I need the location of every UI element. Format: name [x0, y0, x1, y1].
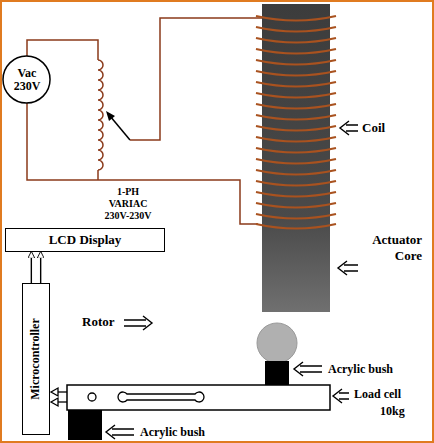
coil-turn — [256, 16, 336, 21]
coil-arrow — [340, 121, 358, 135]
coil-turn — [256, 49, 336, 54]
node-text: LCD Display — [49, 233, 122, 247]
coil-turn — [256, 60, 336, 65]
load-cell-slot — [118, 392, 204, 402]
coil-turn — [256, 214, 336, 219]
core-arrow — [338, 261, 358, 275]
rating-label: 10kg — [380, 404, 405, 418]
load-cell — [67, 385, 330, 410]
coil-turn — [256, 27, 336, 32]
actuator-core — [262, 4, 330, 312]
coil-turn — [256, 224, 336, 229]
part-label: Rotor — [82, 314, 115, 330]
coil-turn — [256, 137, 336, 142]
node-text: Microcontroller — [29, 318, 42, 400]
variac-label: 1-PH VARIAC 230V-230V — [100, 186, 156, 222]
variac-slider-head — [106, 111, 115, 121]
coil-turn — [256, 203, 336, 208]
signal-head — [51, 388, 58, 396]
signal-head — [51, 398, 58, 406]
coil-turn — [256, 38, 336, 43]
rotor — [257, 323, 297, 363]
variac-winding — [98, 60, 103, 170]
controller-box: Microcontroller — [22, 283, 50, 435]
voltage-source: Vac 230V — [2, 55, 51, 104]
supply-wire — [27, 40, 98, 60]
load-cell-arrow — [333, 389, 349, 403]
acrylic-bush — [68, 410, 102, 440]
variac-lead — [97, 170, 99, 180]
load-cell-hole — [88, 393, 96, 401]
part-label: Acrylic bush — [328, 362, 393, 376]
node-text: Vac 230V — [10, 67, 44, 93]
variac-slider — [110, 116, 130, 140]
coil-winding — [256, 16, 336, 229]
output-wire — [130, 18, 262, 140]
rotor-arrow — [124, 316, 152, 330]
coil-turn — [256, 170, 336, 175]
return-wire — [27, 102, 258, 224]
coil-turn — [256, 82, 336, 87]
acrylic-bush — [265, 361, 289, 385]
coil-turn — [256, 71, 336, 76]
coil-turn — [256, 181, 336, 186]
part-label: Load cell — [354, 387, 401, 401]
coil-turn — [256, 93, 336, 98]
coil-turn — [256, 159, 336, 164]
part-label: Acrylic bush — [140, 425, 205, 439]
signal-arrow — [31, 252, 32, 283]
coil-turn — [256, 192, 336, 197]
display-box: LCD Display — [5, 228, 165, 252]
signal-arrow — [40, 252, 41, 283]
part-label: Actuator Core — [350, 232, 422, 263]
source-outline — [3, 56, 50, 103]
coil-turn — [256, 104, 336, 109]
coil-turn — [256, 126, 336, 131]
bush-arrow — [106, 425, 134, 439]
coil-turn — [256, 115, 336, 120]
bush-arrow — [294, 362, 322, 376]
part-label: Coil — [362, 120, 385, 136]
signal-arrows — [51, 388, 67, 406]
coil-turn — [256, 148, 336, 153]
